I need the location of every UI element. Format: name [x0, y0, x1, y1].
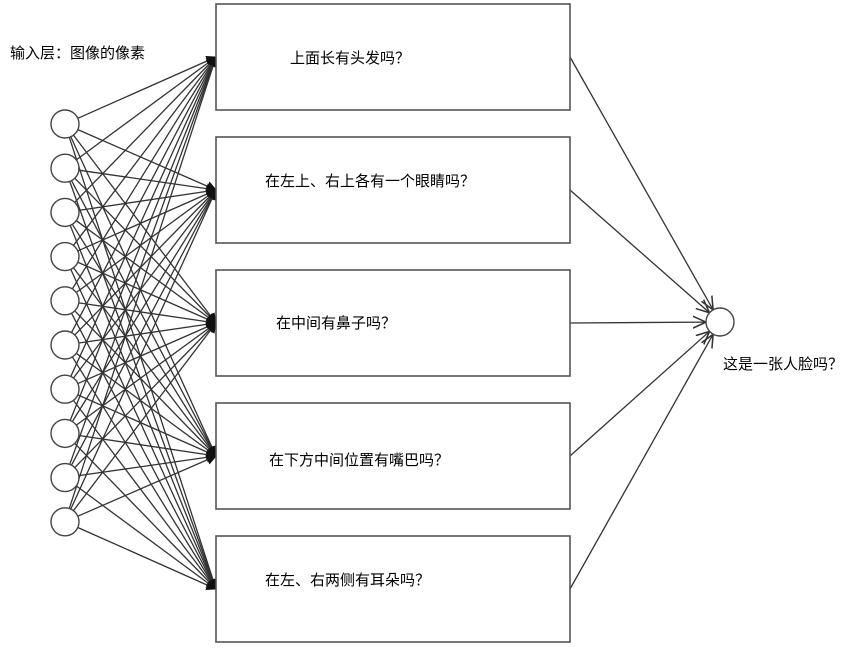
- edge-input-8-to-question-3: [75, 322, 217, 426]
- edge-input-10-to-question-5: [77, 526, 217, 590]
- edge-question-3-to-output: [569, 322, 706, 323]
- question-box-ears: 在左、右两侧有耳朵吗？: [215, 535, 571, 643]
- input-node-6: [50, 330, 80, 360]
- question-box-mouth: 在下方中间位置有嘴巴吗？: [215, 402, 571, 510]
- edge-input-9-to-question-1: [69, 56, 218, 465]
- input-node-5: [50, 286, 80, 316]
- edge-input-8-to-question-2: [71, 189, 217, 422]
- edge-input-2-to-question-1: [75, 56, 217, 161]
- edge-input-2-to-question-3: [74, 177, 217, 324]
- edge-input-6-to-question-2: [74, 189, 217, 336]
- output-label: 这是一张人脸吗？: [723, 355, 843, 373]
- edge-input-7-to-question-1: [70, 56, 217, 377]
- output-node: [705, 307, 735, 337]
- edge-input-5-to-question-5: [70, 312, 217, 590]
- question-box-nose: 在中间有鼻子吗？: [215, 269, 571, 377]
- edge-input-1-to-question-1: [77, 56, 217, 119]
- edge-input-10-to-question-3: [72, 322, 217, 512]
- edge-input-5-to-question-2: [75, 189, 217, 294]
- input-node-1: [50, 109, 80, 139]
- edge-question-4-to-output: [569, 331, 710, 457]
- edge-input-4-to-question-1: [72, 56, 217, 246]
- input-node-9: [50, 462, 80, 493]
- edge-input-6-to-question-5: [71, 356, 217, 590]
- edge-input-4-to-question-2: [77, 189, 217, 252]
- edge-input-9-to-question-2: [70, 189, 217, 466]
- input-node-3: [50, 197, 80, 228]
- edge-input-9-to-question-5: [75, 485, 217, 590]
- question-label-ears: 在左、右两侧有耳朵吗？: [265, 571, 430, 589]
- edge-input-3-to-question-5: [69, 225, 218, 590]
- input-to-question-edges: [68, 56, 219, 590]
- question-label-hair: 上面长有头发吗？: [290, 49, 410, 67]
- input-layer-nodes: [50, 109, 80, 537]
- edge-input-1-to-question-2: [77, 129, 217, 192]
- edge-input-7-to-question-5: [72, 399, 217, 590]
- edge-input-9-to-question-4: [78, 452, 218, 477]
- edge-input-7-to-question-3: [77, 321, 217, 385]
- edge-input-3-to-question-1: [74, 56, 217, 203]
- edge-question-5-to-output: [569, 334, 713, 590]
- edge-input-8-to-question-1: [69, 56, 218, 421]
- edge-input-8-to-question-4: [78, 434, 218, 460]
- input-node-2: [50, 153, 80, 183]
- question-box-eyes: 在左上、右上各有一个眼睛吗？: [215, 136, 571, 244]
- edge-input-3-to-question-2: [78, 186, 218, 211]
- edge-input-3-to-question-4: [71, 223, 217, 457]
- input-node-8: [50, 418, 80, 449]
- edge-input-5-to-question-3: [78, 302, 218, 327]
- edge-input-6-to-question-4: [75, 352, 217, 457]
- edge-input-1-to-question-5: [68, 137, 219, 590]
- edge-input-1-to-question-4: [70, 136, 217, 457]
- edge-input-7-to-question-4: [77, 394, 217, 457]
- edge-input-4-to-question-3: [77, 261, 217, 324]
- input-layer-label: 输入层：图像的像素: [10, 44, 145, 62]
- question-label-mouth: 在下方中间位置有嘴巴吗？: [269, 451, 449, 469]
- edge-input-9-to-question-3: [74, 322, 217, 469]
- question-to-output-edges: [569, 56, 713, 590]
- edge-input-1-to-question-3: [72, 134, 217, 324]
- edge-input-7-to-question-2: [72, 189, 217, 379]
- edge-input-5-to-question-4: [74, 310, 217, 457]
- question-label-nose: 在中间有鼻子吗？: [276, 314, 396, 332]
- edge-input-8-to-question-5: [74, 442, 217, 590]
- edge-input-10-to-question-4: [77, 454, 217, 517]
- question-label-eyes: 在左上、右上各有一个眼睛吗？: [265, 172, 475, 190]
- edge-input-2-to-question-5: [69, 181, 218, 590]
- input-node-10: [50, 507, 80, 537]
- edge-input-10-to-question-1: [68, 56, 219, 509]
- edge-question-1-to-output: [569, 56, 713, 310]
- edge-input-2-to-question-2: [78, 169, 218, 194]
- edge-input-6-to-question-3: [78, 319, 218, 344]
- input-node-7: [50, 374, 80, 404]
- input-node-4: [50, 241, 80, 272]
- edge-input-5-to-question-1: [71, 56, 217, 290]
- edge-input-4-to-question-4: [72, 267, 217, 457]
- edge-input-6-to-question-1: [70, 56, 217, 333]
- edge-input-2-to-question-4: [70, 180, 217, 457]
- edge-input-10-to-question-2: [70, 189, 217, 510]
- edge-question-2-to-output: [569, 189, 709, 313]
- question-box-hair: 上面长有头发吗？: [215, 3, 571, 111]
